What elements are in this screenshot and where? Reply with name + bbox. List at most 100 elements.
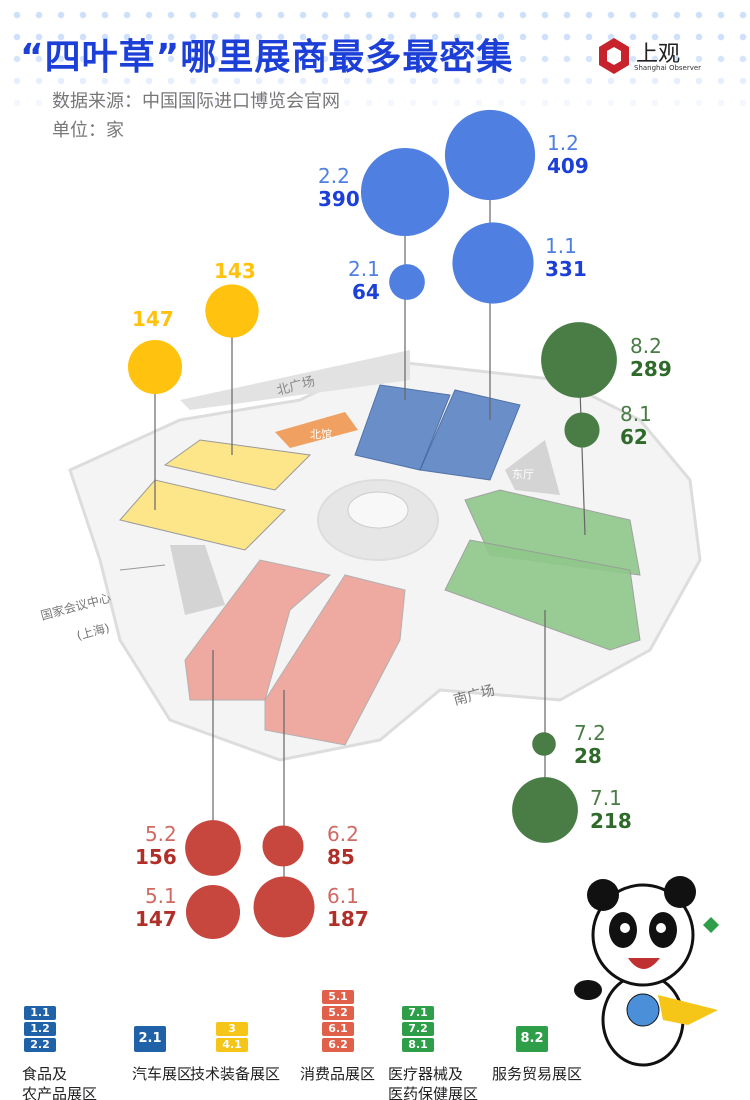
bubble-hall-6-1 bbox=[253, 876, 315, 938]
hall-2-shape bbox=[354, 384, 451, 471]
east-hall-shape bbox=[505, 440, 560, 495]
necc-wedge bbox=[170, 545, 225, 615]
bubble-hall-3 bbox=[205, 284, 259, 338]
hall-number: 1.1 bbox=[545, 234, 577, 258]
bubble-label: 143 bbox=[214, 260, 256, 283]
data-source: 数据来源：中国国际进口博览会官网 bbox=[52, 91, 340, 112]
exhibitor-count: 156 bbox=[135, 845, 177, 869]
exhibitor-count: 85 bbox=[327, 845, 355, 869]
legend-hall-box: 5.1 bbox=[322, 990, 354, 1004]
bubble-hall-1-2 bbox=[444, 109, 536, 201]
bubble-hall-7-1 bbox=[512, 777, 578, 843]
hall-5-shape bbox=[184, 559, 332, 701]
hall-number: 2.1 bbox=[348, 257, 380, 281]
bubble-hall-4-1 bbox=[127, 339, 183, 395]
legend-hall-box: 3 bbox=[216, 1022, 248, 1036]
exhibitor-count: 64 bbox=[351, 280, 380, 304]
legend-label: 食品及 农产品展区 bbox=[22, 1065, 98, 1100]
north-plaza-wedge bbox=[180, 350, 410, 410]
hall-number: 5.1 bbox=[144, 884, 177, 908]
exhibitor-count: 143 bbox=[214, 259, 256, 283]
hall-number: 6.1 bbox=[327, 884, 359, 908]
legend-item: 2.1 汽车展区 bbox=[132, 990, 192, 1084]
hall-number: 7.2 bbox=[574, 721, 606, 745]
central-ring bbox=[317, 479, 439, 561]
legend-hall-box: 8.1 bbox=[402, 1038, 434, 1052]
bubble-hall-2-2 bbox=[360, 147, 450, 237]
exhibitor-count: 390 bbox=[318, 187, 360, 211]
logo-english: Shanghai Observer bbox=[634, 64, 702, 72]
hall-3-shape bbox=[163, 439, 312, 491]
north-hall-label: 北馆 bbox=[310, 427, 332, 441]
logo-hexagon-icon bbox=[599, 38, 629, 74]
east-hall-label: 东厅 bbox=[512, 468, 534, 481]
legend-hall-box: 4.1 bbox=[216, 1038, 248, 1052]
hall-7-shape bbox=[444, 539, 641, 651]
legend-item: 3 4.1 技术装备展区 bbox=[190, 990, 280, 1084]
legend-item: 5.1 5.2 6.1 6.2 消费品展区 bbox=[300, 990, 375, 1084]
hall-number: 1.2 bbox=[547, 131, 579, 155]
legend-hall-box: 6.2 bbox=[322, 1038, 354, 1052]
legend-hall-box: 7.2 bbox=[402, 1022, 434, 1036]
bubble-hall-8-2 bbox=[541, 322, 617, 398]
bubble-hall-8-1 bbox=[564, 412, 600, 448]
legend-hall-box: 2.2 bbox=[24, 1038, 56, 1052]
hall-4-shape bbox=[119, 479, 286, 551]
bubble-hall-1-1 bbox=[452, 222, 534, 304]
hall-number: 2.2 bbox=[318, 164, 350, 188]
bubbles bbox=[127, 109, 617, 940]
exhibitor-count: 28 bbox=[574, 744, 602, 768]
legend-hall-box: 6.1 bbox=[322, 1022, 354, 1036]
necc-city-label: (上海) bbox=[75, 620, 111, 643]
bubble-hall-5-1 bbox=[185, 884, 241, 940]
unit-label: 单位：家 bbox=[52, 120, 124, 141]
bubble-label: 147 bbox=[132, 308, 174, 331]
exhibitor-count: 62 bbox=[620, 425, 648, 449]
shanghai-observer-logo: 上观 Shanghai Observer bbox=[596, 36, 706, 76]
exhibitor-count: 331 bbox=[545, 257, 587, 281]
legend-hall-box: 1.1 bbox=[24, 1006, 56, 1020]
bubble-hall-6-2 bbox=[262, 825, 304, 867]
legend-hall-box: 1.2 bbox=[24, 1022, 56, 1036]
page-title: “四叶草”哪里展商最多最密集 bbox=[20, 37, 514, 78]
exhibitor-count: 218 bbox=[590, 809, 632, 833]
exhibitor-count: 147 bbox=[135, 907, 177, 931]
legend-label: 汽车展区 bbox=[132, 1065, 193, 1083]
bubble-hall-2-1 bbox=[389, 264, 425, 300]
north-hall-shape bbox=[275, 412, 358, 448]
hall-number: 8.1 bbox=[620, 402, 652, 426]
bubble-hall-7-2 bbox=[532, 732, 556, 756]
legend-hall-box: 8.2 bbox=[516, 1026, 548, 1052]
exhibitor-count: 147 bbox=[132, 307, 174, 331]
legend-label: 技术装备展区 bbox=[190, 1065, 281, 1083]
hall-number: 6.2 bbox=[327, 822, 359, 846]
bubble-hall-5-2 bbox=[185, 820, 241, 876]
legend-hall-box: 5.2 bbox=[322, 1006, 354, 1020]
hall-number: 5.2 bbox=[144, 822, 177, 846]
panda-mascot bbox=[574, 876, 719, 1067]
hall-1-shape bbox=[419, 389, 521, 481]
legend-item: 1.1 1.2 2.2 食品及 农产品展区 bbox=[22, 990, 97, 1100]
exhibitor-count: 409 bbox=[547, 154, 589, 178]
legend-label: 消费品展区 bbox=[300, 1065, 376, 1083]
exhibitor-count: 187 bbox=[327, 907, 369, 931]
necc-label: 国家会议中心 bbox=[39, 590, 112, 623]
logo-text: 上观 bbox=[636, 42, 681, 67]
hall-number: 7.1 bbox=[590, 786, 622, 810]
legend-hall-box: 2.1 bbox=[134, 1026, 166, 1052]
